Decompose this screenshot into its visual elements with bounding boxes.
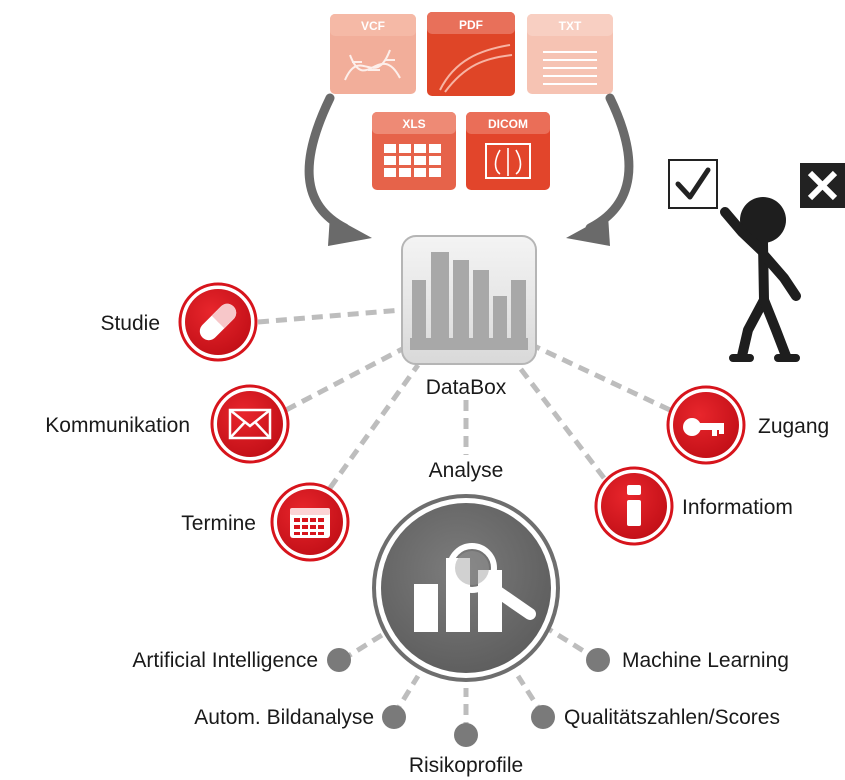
envelope-icon — [228, 408, 272, 440]
node-ai — [327, 648, 351, 672]
magnifier-chart-icon — [414, 543, 536, 632]
connector-studie — [257, 307, 403, 325]
feature-studie[interactable] — [178, 282, 258, 362]
node-quali — [531, 705, 555, 729]
document-dicom: DICOM — [466, 112, 550, 190]
curve-icon — [439, 44, 513, 93]
arrow-left-head — [328, 215, 372, 246]
doc-label: PDF — [459, 18, 483, 32]
feature-termine[interactable] — [270, 482, 350, 562]
checkbox-check-icon — [668, 159, 718, 209]
document-xls: XLS — [372, 112, 456, 190]
kommunikation-label: Kommunikation — [45, 414, 190, 437]
connector-kommunikation — [284, 342, 412, 413]
analyse-label: Analyse — [429, 459, 504, 482]
method-risiko-label: Risikoprofile — [409, 754, 523, 777]
document-txt: TXT — [527, 14, 613, 94]
document-vcf: VCF — [330, 14, 416, 94]
doc-label: XLS — [402, 117, 425, 131]
feature-information[interactable] — [594, 466, 674, 546]
connectors — [257, 307, 672, 733]
feature-zugang[interactable] — [666, 385, 746, 465]
dna-icon — [344, 49, 401, 81]
arrow-right-head — [566, 215, 610, 246]
bar-chart-icon — [410, 252, 528, 350]
connector-zugang — [530, 342, 672, 413]
grid-icon — [384, 144, 441, 177]
connector-information — [518, 366, 606, 480]
key-icon — [683, 418, 724, 436]
doc-label: TXT — [559, 19, 582, 33]
xray-icon — [485, 143, 531, 179]
close-box-icon[interactable] — [800, 163, 845, 208]
calendar-icon — [290, 508, 330, 538]
method-nodes — [327, 648, 610, 747]
method-bild-label: Autom. Bildanalyse — [194, 706, 374, 729]
document-pdf: PDF — [427, 12, 515, 96]
termine-label: Termine — [181, 512, 256, 535]
text-lines-icon — [543, 51, 597, 85]
studie-label: Studie — [100, 312, 160, 335]
node-bild — [382, 705, 406, 729]
feature-kommunikation[interactable] — [210, 384, 290, 464]
connector-termine — [327, 363, 421, 490]
pill-icon — [199, 303, 237, 341]
information-label: Informatiom — [682, 496, 793, 519]
method-quali-label: Qualitätszahlen/Scores — [564, 706, 780, 729]
stick-figure-icon — [668, 159, 845, 362]
node-ml — [586, 648, 610, 672]
method-ml-label: Machine Learning — [622, 649, 789, 672]
doc-label: VCF — [361, 19, 385, 33]
arrow-right — [585, 93, 634, 233]
node-risiko — [454, 723, 478, 747]
analyse-hub[interactable] — [372, 494, 560, 682]
info-icon — [627, 485, 641, 526]
databox-label: DataBox — [426, 376, 507, 399]
arrow-left — [304, 93, 350, 233]
zugang-label: Zugang — [758, 415, 829, 438]
doc-label: DICOM — [488, 117, 528, 131]
databox[interactable]: DataBox — [401, 235, 537, 400]
method-ai-label: Artificial Intelligence — [132, 649, 318, 672]
connector-ai — [340, 627, 392, 663]
